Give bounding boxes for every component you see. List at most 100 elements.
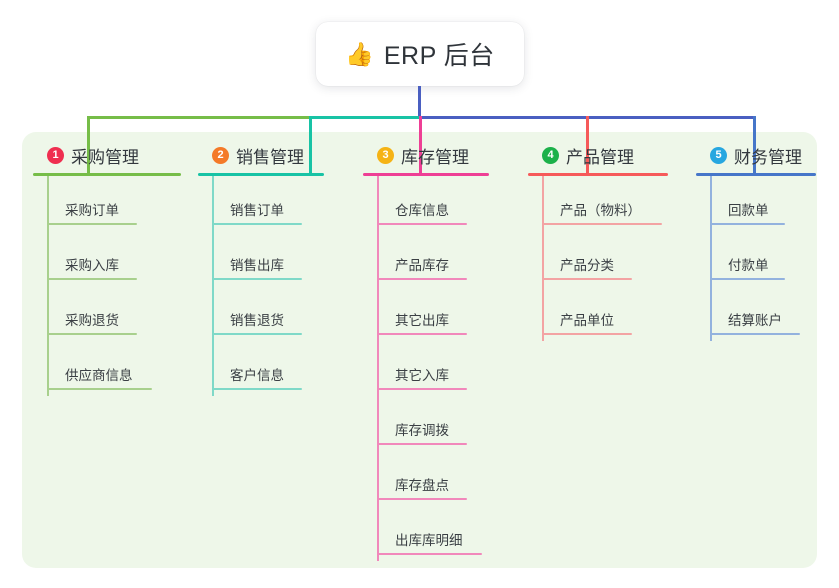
leaf-node-rule	[377, 388, 467, 390]
leaf-node-label: 其它出库	[395, 313, 449, 328]
leaf-node-rule	[542, 278, 632, 280]
leaf-node-rule	[377, 223, 467, 225]
branch-rule-5	[696, 173, 816, 176]
leaf-node-rule	[212, 223, 302, 225]
thumbs-up-icon: 👍	[345, 40, 374, 67]
root-stem-line	[418, 86, 421, 119]
leaf-node-label: 客户信息	[230, 368, 284, 383]
leaf-node-label: 产品分类	[560, 258, 614, 273]
bus-segment-green	[87, 116, 309, 119]
bus-segment-teal	[309, 116, 419, 119]
leaf-node[interactable]: 采购退货	[33, 286, 181, 341]
leaf-node-rule	[377, 553, 482, 555]
leaf-node[interactable]: 结算账户	[696, 286, 816, 341]
leaf-node[interactable]: 销售出库	[198, 231, 324, 286]
branch-title-1: 采购管理	[71, 147, 139, 167]
leaf-node-rule	[377, 443, 467, 445]
branch-column-4: 4 产品管理产品（物料） 产品分类产品单位	[528, 142, 668, 341]
branch-body-3: 仓库信息产品库存其它出库其它入库库存调拨库存盘点出库库明细	[363, 176, 489, 561]
leaf-node-rule	[710, 333, 800, 335]
branch-rule-2	[198, 173, 324, 176]
leaf-node[interactable]: 仓库信息	[363, 176, 489, 231]
branch-drop-line-2	[309, 116, 312, 173]
leaf-node-rule	[212, 278, 302, 280]
branch-column-2: 2 销售管理销售订单销售出库销售退货客户信息	[198, 142, 324, 396]
leaf-node[interactable]: 销售退货	[198, 286, 324, 341]
branch-rule-3	[363, 173, 489, 176]
leaf-node-rule	[542, 333, 632, 335]
leaf-node-rule	[377, 278, 467, 280]
leaf-node-rule	[377, 333, 467, 335]
leaf-node-rule	[47, 333, 137, 335]
leaf-node[interactable]: 出库库明细	[363, 506, 489, 561]
branch-body-1: 采购订单采购入库采购退货供应商信息	[33, 176, 181, 396]
leaf-node[interactable]: 其它出库	[363, 286, 489, 341]
branch-badge-4: 4	[542, 146, 559, 164]
branch-rule-1	[33, 173, 181, 176]
leaf-node[interactable]: 付款单	[696, 231, 816, 286]
leaf-node-label: 回款单	[728, 203, 769, 218]
leaf-node[interactable]: 库存盘点	[363, 451, 489, 506]
leaf-node-rule	[377, 498, 467, 500]
leaf-node-label: 产品库存	[395, 258, 449, 273]
branch-drop-line-3	[419, 116, 422, 173]
leaf-node[interactable]: 供应商信息	[33, 341, 181, 396]
branch-title-2: 销售管理	[236, 147, 304, 167]
leaf-node[interactable]: 产品分类	[528, 231, 668, 286]
leaf-node[interactable]: 采购入库	[33, 231, 181, 286]
leaf-node-label: 销售退货	[230, 313, 284, 328]
branch-badge-2: 2	[212, 146, 229, 164]
leaf-node-rule	[542, 223, 662, 225]
leaf-node[interactable]: 产品库存	[363, 231, 489, 286]
leaf-node-label: 出库库明细	[395, 533, 463, 548]
branch-header-2[interactable]: 2 销售管理	[198, 142, 324, 168]
branch-rule-4	[528, 173, 668, 176]
branch-spine-5	[710, 176, 712, 341]
leaf-node-rule	[710, 278, 785, 280]
branch-drop-line-1	[87, 116, 90, 173]
leaf-node-rule	[212, 388, 302, 390]
leaf-node-label: 产品单位	[560, 313, 614, 328]
branch-spine-4	[542, 176, 544, 341]
leaf-node[interactable]: 产品单位	[528, 286, 668, 341]
branch-body-2: 销售订单销售出库销售退货客户信息	[198, 176, 324, 396]
branch-drop-line-5	[753, 116, 756, 173]
branch-header-1[interactable]: 1 采购管理	[33, 142, 181, 168]
children-panel	[22, 132, 817, 568]
leaf-node[interactable]: 库存调拨	[363, 396, 489, 451]
leaf-node-label: 供应商信息	[65, 368, 133, 383]
root-node-content: 👍 ERP 后台	[345, 36, 495, 72]
leaf-node-rule	[212, 333, 302, 335]
leaf-node-label: 其它入库	[395, 368, 449, 383]
leaf-node-label: 库存盘点	[395, 478, 449, 493]
branch-spine-3	[377, 176, 379, 561]
leaf-node-label: 销售订单	[230, 203, 284, 218]
branch-body-5: 回款单付款单结算账户	[696, 176, 816, 341]
leaf-node-label: 采购入库	[65, 258, 119, 273]
branch-spine-2	[212, 176, 214, 396]
branch-column-1: 1 采购管理采购订单采购入库采购退货供应商信息	[33, 142, 181, 396]
leaf-node[interactable]: 客户信息	[198, 341, 324, 396]
leaf-node-label: 采购退货	[65, 313, 119, 328]
leaf-node[interactable]: 销售订单	[198, 176, 324, 231]
branch-title-4: 产品管理	[566, 147, 634, 167]
branch-spine-1	[47, 176, 49, 396]
branch-header-4[interactable]: 4 产品管理	[528, 142, 668, 168]
leaf-node[interactable]: 其它入库	[363, 341, 489, 396]
branch-badge-1: 1	[47, 146, 64, 164]
branch-title-3: 库存管理	[401, 147, 469, 167]
leaf-node-label: 仓库信息	[395, 203, 449, 218]
leaf-node[interactable]: 采购订单	[33, 176, 181, 231]
leaf-node[interactable]: 回款单	[696, 176, 816, 231]
leaf-node-rule	[47, 223, 137, 225]
leaf-node-label: 结算账户	[728, 313, 782, 328]
leaf-node[interactable]: 产品（物料）	[528, 176, 668, 231]
root-node[interactable]: 👍 ERP 后台	[316, 22, 524, 86]
leaf-node-label: 付款单	[728, 258, 769, 273]
branch-badge-5: 5	[710, 146, 727, 164]
